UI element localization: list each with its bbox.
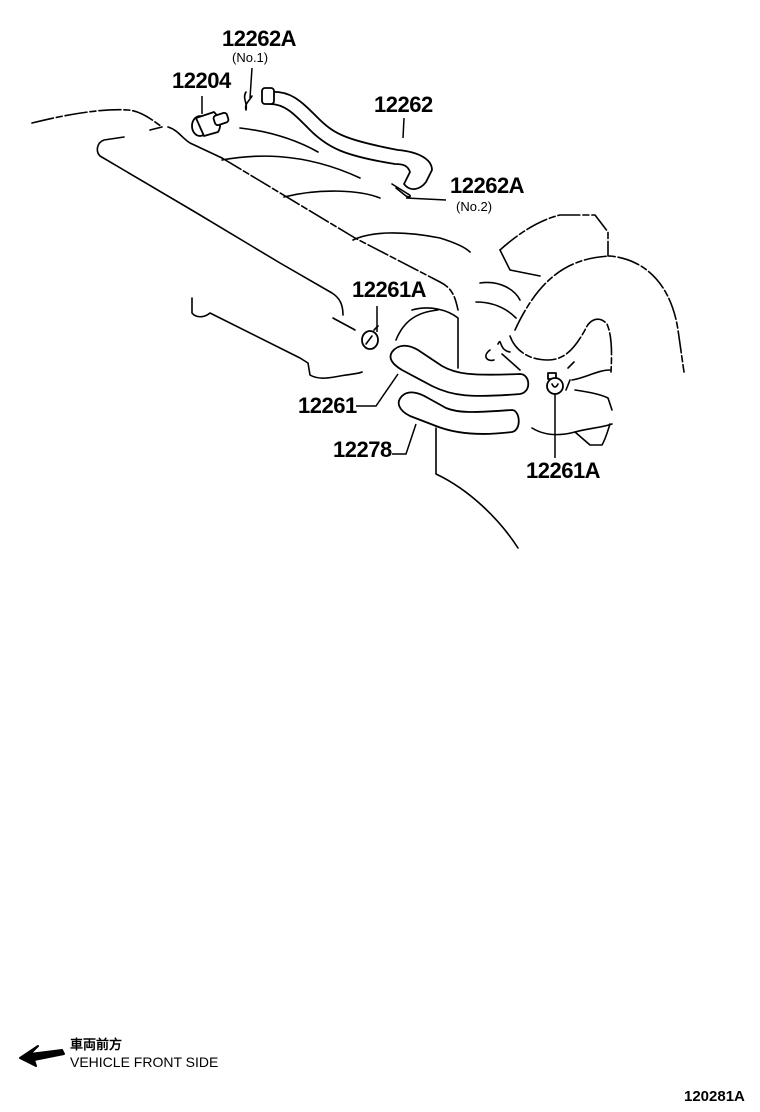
figure-id: 120281A: [684, 1088, 745, 1105]
hose-12261: [389, 344, 530, 397]
part-label-12278: 12278: [333, 437, 392, 462]
part-label-12262: 12262: [374, 92, 433, 117]
hose-12278: [397, 391, 520, 435]
clamp-12261a-upper: [361, 325, 379, 350]
pcv-valve-12204: [191, 111, 230, 137]
part-label-12262a-no1: 12262A: [222, 26, 297, 51]
part-label-12261a-right: 12261A: [526, 458, 601, 483]
engine-outline: [31, 108, 685, 549]
part-note-no1: (No.1): [232, 50, 269, 65]
clip-12262a-no1: [243, 91, 253, 111]
legend-english-text: VEHICLE FRONT SIDE: [70, 1054, 219, 1070]
part-label-12261a-upper: 12261A: [352, 277, 427, 302]
hose-12262: [261, 87, 433, 190]
clamp-12261a-right: [546, 361, 575, 395]
part-label-12204: 12204: [172, 68, 231, 93]
part-label-12262a-no2: 12262A: [450, 173, 525, 198]
leader-lines: [201, 67, 556, 458]
front-arrow-icon: [19, 1045, 65, 1067]
legend-japanese-text: 車両前方: [70, 1038, 123, 1053]
clip-12262a-no2: [391, 183, 411, 198]
part-note-no2: (No.2): [456, 199, 493, 214]
part-label-12261: 12261: [298, 393, 357, 418]
